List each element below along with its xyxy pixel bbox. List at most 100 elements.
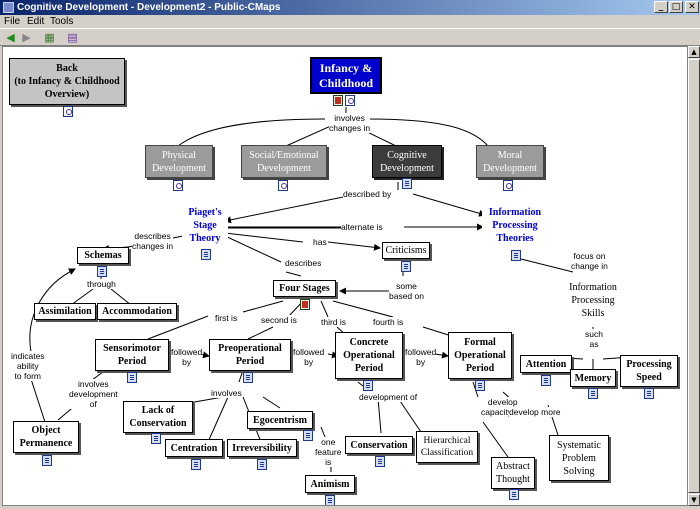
node-moral-development[interactable]: Moral Development bbox=[476, 145, 544, 178]
scroll-down-icon[interactable]: ▼ bbox=[688, 494, 700, 506]
node-object-permanence[interactable]: Object Permanence bbox=[13, 421, 79, 453]
document-icon[interactable] bbox=[511, 250, 521, 261]
document-icon[interactable] bbox=[257, 459, 267, 470]
node-physical-development[interactable]: Physical Development bbox=[145, 145, 213, 178]
node-four-stages[interactable]: Four Stages bbox=[273, 280, 336, 297]
node-conservation[interactable]: Conservation bbox=[345, 436, 413, 454]
link-label[interactable]: second is bbox=[261, 315, 297, 325]
node-memory[interactable]: Memory bbox=[570, 369, 616, 387]
node-schemas[interactable]: Schemas bbox=[77, 247, 129, 264]
nested-maps-icon[interactable]: ▦ bbox=[44, 31, 55, 44]
document-icon[interactable] bbox=[375, 456, 385, 467]
node-formal-operational-period[interactable]: Formal Operational Period bbox=[448, 332, 512, 379]
concept-map-canvas[interactable]: Infancy & Childhood Back (to Infancy & C… bbox=[2, 46, 688, 506]
node-lack-of-conservation[interactable]: Lack of Conservation bbox=[123, 401, 193, 433]
link-label[interactable]: describes bbox=[285, 258, 322, 268]
document-icon[interactable] bbox=[201, 249, 211, 260]
menu-file[interactable]: File bbox=[4, 16, 21, 27]
link-label[interactable]: followed by bbox=[293, 347, 325, 367]
node-animism[interactable]: Animism bbox=[305, 475, 355, 493]
document-icon[interactable] bbox=[588, 388, 598, 399]
node-irreversibility[interactable]: Irreversibility bbox=[227, 439, 297, 457]
link-label[interactable]: fourth is bbox=[373, 317, 404, 327]
node-abstract-thought[interactable]: Abstract Thought bbox=[491, 457, 535, 489]
forward-arrow-icon[interactable]: ▶ bbox=[22, 31, 31, 44]
document-icon[interactable] bbox=[402, 178, 412, 189]
node-sensorimotor-period[interactable]: Sensorimotor Period bbox=[95, 339, 169, 371]
menu-edit[interactable]: Edit bbox=[27, 16, 45, 27]
back-arrow-icon[interactable]: ◀ bbox=[6, 31, 15, 44]
node-social-emotional-development[interactable]: Social/Emotional Development bbox=[241, 145, 327, 178]
document-icon[interactable] bbox=[42, 455, 52, 466]
window-title: Cognitive Development - Development2 - P… bbox=[17, 2, 281, 13]
link-label[interactable]: develop more bbox=[509, 407, 561, 417]
back-button[interactable]: Back (to Infancy & Childhood Overview) bbox=[9, 58, 125, 105]
concept-map-icon[interactable] bbox=[173, 180, 183, 191]
document-icon[interactable] bbox=[127, 372, 137, 383]
node-criticisms[interactable]: Criticisms bbox=[382, 242, 430, 259]
link-label[interactable]: some based on bbox=[389, 281, 424, 301]
document-icon[interactable] bbox=[509, 489, 519, 500]
node-accommodation[interactable]: Accommodation bbox=[97, 303, 177, 320]
document-icon[interactable] bbox=[191, 459, 201, 470]
link-label[interactable]: development of bbox=[359, 392, 418, 402]
link-label[interactable]: involves bbox=[211, 388, 242, 398]
concept-map-icon[interactable] bbox=[503, 180, 513, 191]
node-attention[interactable]: Attention bbox=[520, 355, 572, 373]
link-label[interactable]: one feature is bbox=[315, 437, 342, 467]
menu-bar: File Edit Tools bbox=[0, 15, 700, 28]
link-label[interactable]: involves development of bbox=[69, 379, 118, 409]
document-icon[interactable] bbox=[243, 372, 253, 383]
node-preoperational-period[interactable]: Preoperational Period bbox=[209, 339, 291, 371]
app-icon bbox=[3, 2, 14, 13]
vertical-scrollbar[interactable]: ▲ ▼ bbox=[688, 46, 700, 506]
node-hierarchical-classification[interactable]: Hierarchical Classification bbox=[416, 431, 478, 463]
link-label[interactable]: focus on change in bbox=[571, 251, 608, 271]
link-label[interactable]: alternate is bbox=[341, 222, 383, 232]
close-button[interactable]: ✕ bbox=[685, 1, 699, 13]
document-icon[interactable] bbox=[363, 380, 373, 391]
node-cognitive-development[interactable]: Cognitive Development bbox=[372, 145, 442, 178]
node-egocentrism[interactable]: Egocentrism bbox=[247, 411, 313, 429]
document-icon[interactable] bbox=[401, 261, 411, 272]
link-label[interactable]: followed by bbox=[171, 347, 203, 367]
document-icon[interactable] bbox=[644, 388, 654, 399]
document-icon[interactable] bbox=[325, 495, 335, 505]
document-icon[interactable] bbox=[97, 266, 107, 277]
node-infancy-childhood[interactable]: Infancy & Childhood bbox=[310, 57, 382, 94]
image-icon[interactable] bbox=[300, 299, 310, 310]
link-label[interactable]: third is bbox=[321, 317, 347, 327]
link-label[interactable]: involves changes in bbox=[329, 113, 371, 133]
image-icon[interactable] bbox=[333, 95, 343, 106]
link-label[interactable]: indicates ability to form bbox=[11, 351, 45, 381]
node-systematic-problem-solving[interactable]: Systematic Problem Solving bbox=[549, 435, 609, 481]
scroll-up-icon[interactable]: ▲ bbox=[688, 46, 700, 58]
link-label[interactable]: has bbox=[313, 237, 327, 247]
resources-icon[interactable]: ▤ bbox=[67, 31, 78, 44]
minimize-button[interactable]: _ bbox=[654, 1, 668, 13]
link-label[interactable]: first is bbox=[215, 313, 238, 323]
node-concrete-operational-period[interactable]: Concrete Operational Period bbox=[335, 332, 403, 379]
document-icon[interactable] bbox=[475, 380, 485, 391]
document-icon[interactable] bbox=[303, 430, 313, 441]
node-information-processing-theories[interactable]: Information Processing Theories bbox=[482, 203, 548, 248]
node-piaget-stage-theory[interactable]: Piaget's Stage Theory bbox=[182, 203, 228, 248]
menu-tools[interactable]: Tools bbox=[50, 16, 74, 27]
concept-map-icon[interactable] bbox=[63, 106, 73, 117]
link-label[interactable]: such as bbox=[585, 329, 603, 349]
concept-map-icon[interactable] bbox=[278, 180, 288, 191]
link-label[interactable]: followed by bbox=[405, 347, 437, 367]
toolbar: ◀ ▶ ▦ ▤ bbox=[0, 28, 700, 46]
document-icon[interactable] bbox=[151, 433, 161, 444]
node-information-processing-skills: Information Processing Skills bbox=[561, 277, 625, 323]
document-icon[interactable] bbox=[541, 375, 551, 386]
maximize-button[interactable]: □ bbox=[669, 1, 683, 13]
scroll-thumb[interactable] bbox=[688, 59, 700, 493]
link-label[interactable]: through bbox=[87, 279, 116, 289]
concept-map-icon[interactable] bbox=[345, 95, 355, 106]
node-processing-speed[interactable]: Processing Speed bbox=[620, 355, 678, 387]
link-label[interactable]: describes changes in bbox=[132, 231, 174, 251]
node-centration[interactable]: Centration bbox=[165, 439, 223, 457]
link-label[interactable]: described by bbox=[343, 189, 392, 199]
node-assimilation[interactable]: Assimilation bbox=[34, 303, 96, 320]
